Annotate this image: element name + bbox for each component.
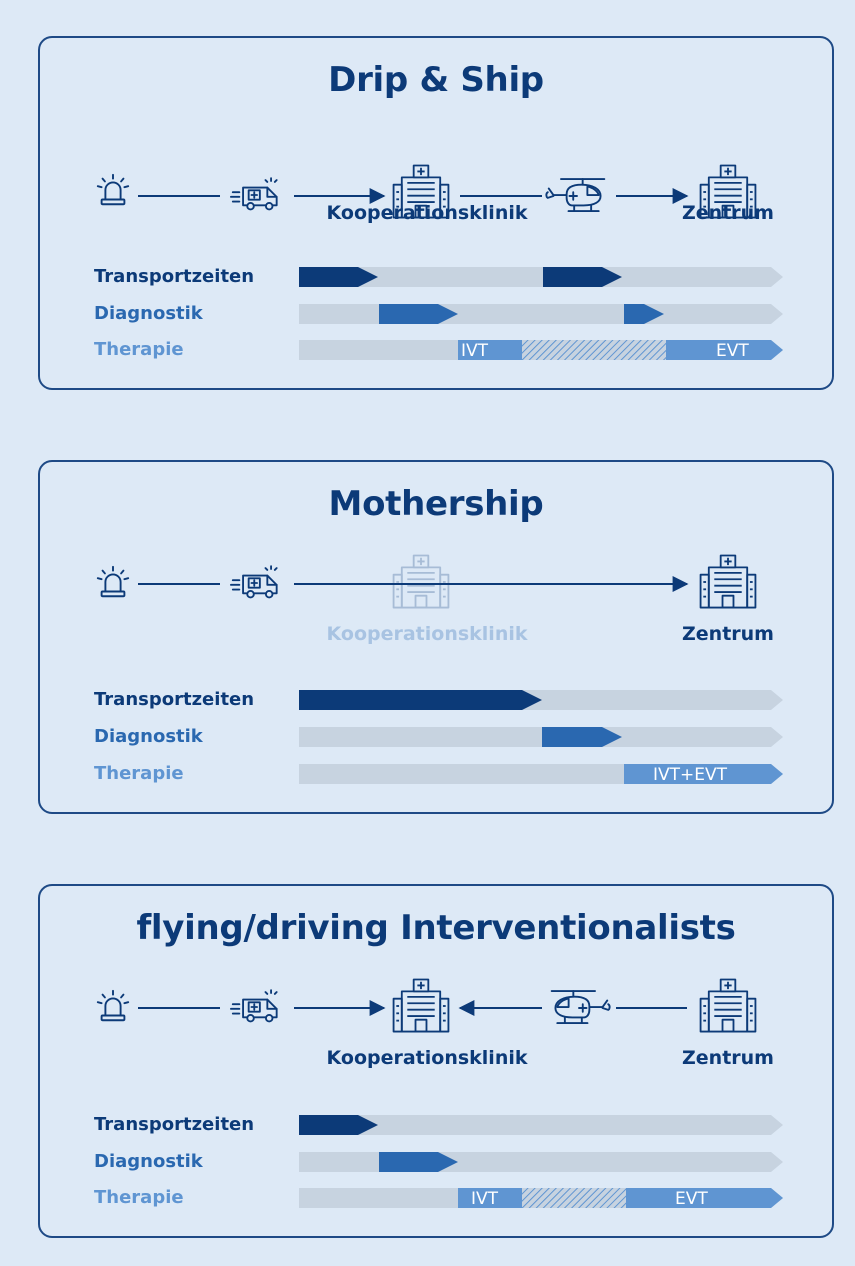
transport-segment [299,690,542,710]
panel-flying-driving-interventionalists: flying/driving Interventionalists IVT EV… [38,884,834,1238]
ivt-label: IVT [461,341,489,361]
flow-diagram: IVT+EVT [96,554,783,785]
track-diagnostik [299,727,783,747]
evt-label: EVT [675,1189,708,1209]
ivt-label: IVT [471,1189,499,1209]
ambulance-icon [230,989,278,1023]
hospital-icon [699,554,757,609]
evt-label: EVT [716,341,749,361]
location-label-kooperationsklinik: Kooperationsklinik [326,1047,528,1069]
location-label-zentrum: Zentrum [682,202,774,224]
transport-segment [299,267,378,287]
location-label-kooperationsklinik: Kooperationsklinik [326,623,528,645]
location-label-zentrum: Zentrum [682,1047,774,1069]
row-label-therapie: Therapie [94,1187,184,1208]
row-label-transport: Transportzeiten [94,266,255,287]
hospital-icon [392,978,450,1033]
ivt-segment [458,340,522,360]
row-label-transport: Transportzeiten [94,1114,255,1135]
flow-diagram: IVT EVT [96,164,783,361]
diagnostik-segment [542,727,622,747]
row-label-transport: Transportzeiten [94,689,255,710]
helicopter-icon [545,178,606,213]
track-transport [299,1115,783,1135]
track-transport [299,267,783,287]
ivt-evt-label: IVT+EVT [653,765,728,785]
ambulance-icon [230,565,278,599]
track-diagnostik [299,304,783,324]
ivt-evt-segment [624,764,783,784]
hatched-segment [522,340,666,360]
evt-segment [666,340,783,360]
hatched-segment [522,1188,626,1208]
transport-segment [299,1115,378,1135]
diagnostik-segment [379,1152,458,1172]
hospital-icon [392,554,450,609]
row-label-therapie: Therapie [94,763,184,784]
hospital-icon [699,978,757,1033]
panel-title: Drip & Ship [328,60,544,100]
row-label-therapie: Therapie [94,339,184,360]
ivt-segment [458,1188,522,1208]
track-diagnostik [299,1152,783,1172]
row-label-diagnostik: Diagnostik [94,726,203,747]
evt-segment [626,1188,783,1208]
siren-icon [96,173,130,206]
row-label-diagnostik: Diagnostik [94,303,203,324]
siren-icon [96,989,130,1022]
row-label-diagnostik: Diagnostik [94,1151,203,1172]
panel-drip-and-ship: Drip & Ship IVT EVT Kooperationsklinik Z… [38,36,834,390]
ambulance-icon [230,177,278,211]
panel-title: Mothership [328,484,544,524]
transport-segment [543,267,622,287]
helicopter-icon [552,991,610,1023]
panel-title: flying/driving Interventionalists [136,908,736,948]
location-label-zentrum: Zentrum [682,623,774,645]
panel-mothership: Mothership IVT+EVT Kooperationsklinik Ze… [38,460,834,814]
location-label-kooperationsklinik: Kooperationsklinik [326,202,528,224]
diagnostik-segment [624,304,664,324]
siren-icon [96,565,130,598]
flow-diagram: IVT EVT [96,978,783,1209]
diagnostik-segment [379,304,458,324]
